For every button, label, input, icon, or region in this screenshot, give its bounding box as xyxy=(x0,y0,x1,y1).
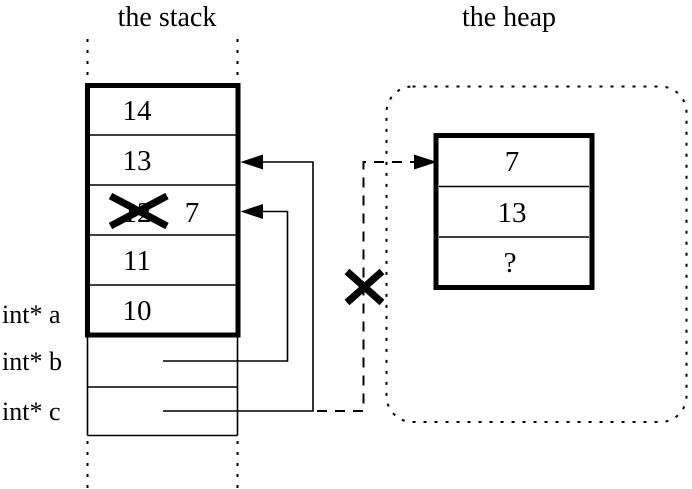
stack-cell-value: 10 xyxy=(123,295,152,327)
heap-region-title: the heap xyxy=(462,2,556,33)
pointer-b-arrow-line xyxy=(163,210,289,362)
heap-block-frame xyxy=(433,133,595,290)
pointer-b-arrowhead-icon xyxy=(240,204,263,219)
heap-cell-value: 13 xyxy=(498,197,527,229)
pointer-c-arrow-line xyxy=(163,161,314,412)
cross-out-icon xyxy=(108,192,169,230)
stack-cell-value: 11 xyxy=(123,245,151,277)
heap-region-boundary xyxy=(385,85,688,423)
stack-region-title: the stack xyxy=(118,2,217,33)
dangling-pointer-arrowhead-icon xyxy=(414,154,437,170)
stack-cell-value: 13 xyxy=(123,145,152,177)
pointer-c-arrowhead-icon xyxy=(240,154,263,170)
pointer-label-a: int* a xyxy=(2,300,61,329)
pointer-label-b: int* b xyxy=(2,347,62,376)
pointer-label-c: int* c xyxy=(2,397,61,426)
heap-cell-value: 7 xyxy=(505,146,520,178)
heap-cell-value: ? xyxy=(504,247,517,279)
stack-cell-value: 14 xyxy=(123,95,153,127)
stack-frame xyxy=(85,83,241,338)
stack-cell-new-value: 7 xyxy=(185,197,200,229)
invalidated-pointer-x-icon xyxy=(344,268,385,306)
